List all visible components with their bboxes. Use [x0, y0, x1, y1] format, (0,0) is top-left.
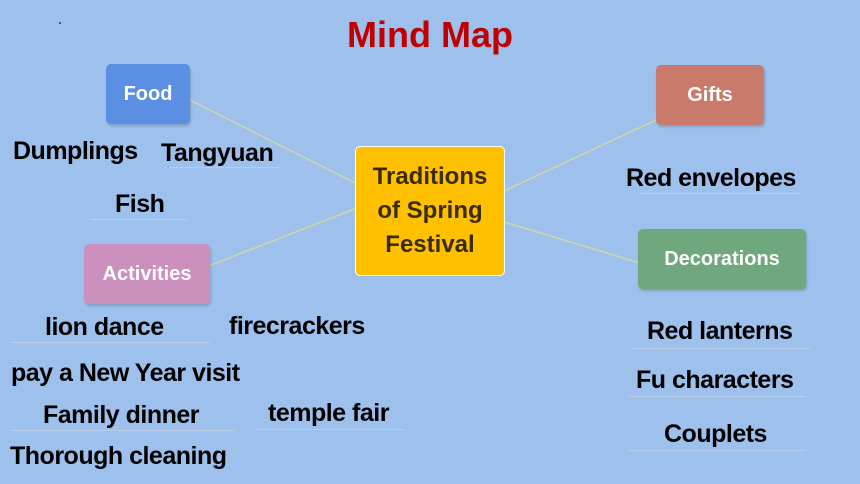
food-item-tangyuan: Tangyuan: [161, 139, 274, 167]
underline: [10, 342, 210, 343]
decoration-item-fu-characters: Fu characters: [636, 366, 794, 394]
category-decorations[interactable]: Decorations: [638, 229, 806, 289]
page-title: Mind Map: [347, 14, 513, 55]
activity-item-thorough-cleaning: Thorough cleaning: [10, 442, 227, 470]
activity-item-temple-fair: temple fair: [268, 399, 389, 427]
connector-activities: [208, 207, 358, 267]
activity-item-firecrackers: firecrackers: [229, 312, 365, 340]
underline: [10, 430, 235, 431]
decoration-item-red-lanterns: Red lanterns: [647, 317, 793, 345]
central-topic-line-2: of Spring: [377, 197, 483, 224]
connector-gifts: [503, 119, 657, 192]
category-gifts[interactable]: Gifts: [656, 65, 764, 125]
decoration-item-couplets: Couplets: [664, 420, 767, 448]
food-item-dumplings: Dumplings: [13, 137, 138, 165]
connector-food: [189, 99, 358, 185]
gift-item-red-envelopes: Red envelopes: [626, 164, 796, 192]
underline: [170, 167, 280, 168]
category-food[interactable]: Food: [106, 64, 190, 124]
underline: [632, 348, 810, 349]
activity-item-new-year-visit: pay a New Year visit: [11, 359, 240, 387]
category-activities[interactable]: Activities: [84, 244, 210, 304]
activity-item-lion-dance: lion dance: [45, 313, 164, 341]
food-item-fish: Fish: [115, 190, 165, 218]
connector-decorations: [503, 221, 641, 264]
underline: [628, 450, 806, 451]
central-topic-line-1: Traditions: [372, 163, 488, 190]
underline: [90, 219, 188, 220]
underline: [628, 396, 806, 397]
underline: [640, 193, 800, 194]
stray-dot: [59, 22, 61, 24]
underline: [255, 429, 405, 430]
central-topic[interactable]: Traditions of Spring Festival: [355, 146, 505, 276]
activity-item-family-dinner: Family dinner: [43, 401, 200, 429]
central-topic-line-3: Festival: [385, 231, 475, 258]
